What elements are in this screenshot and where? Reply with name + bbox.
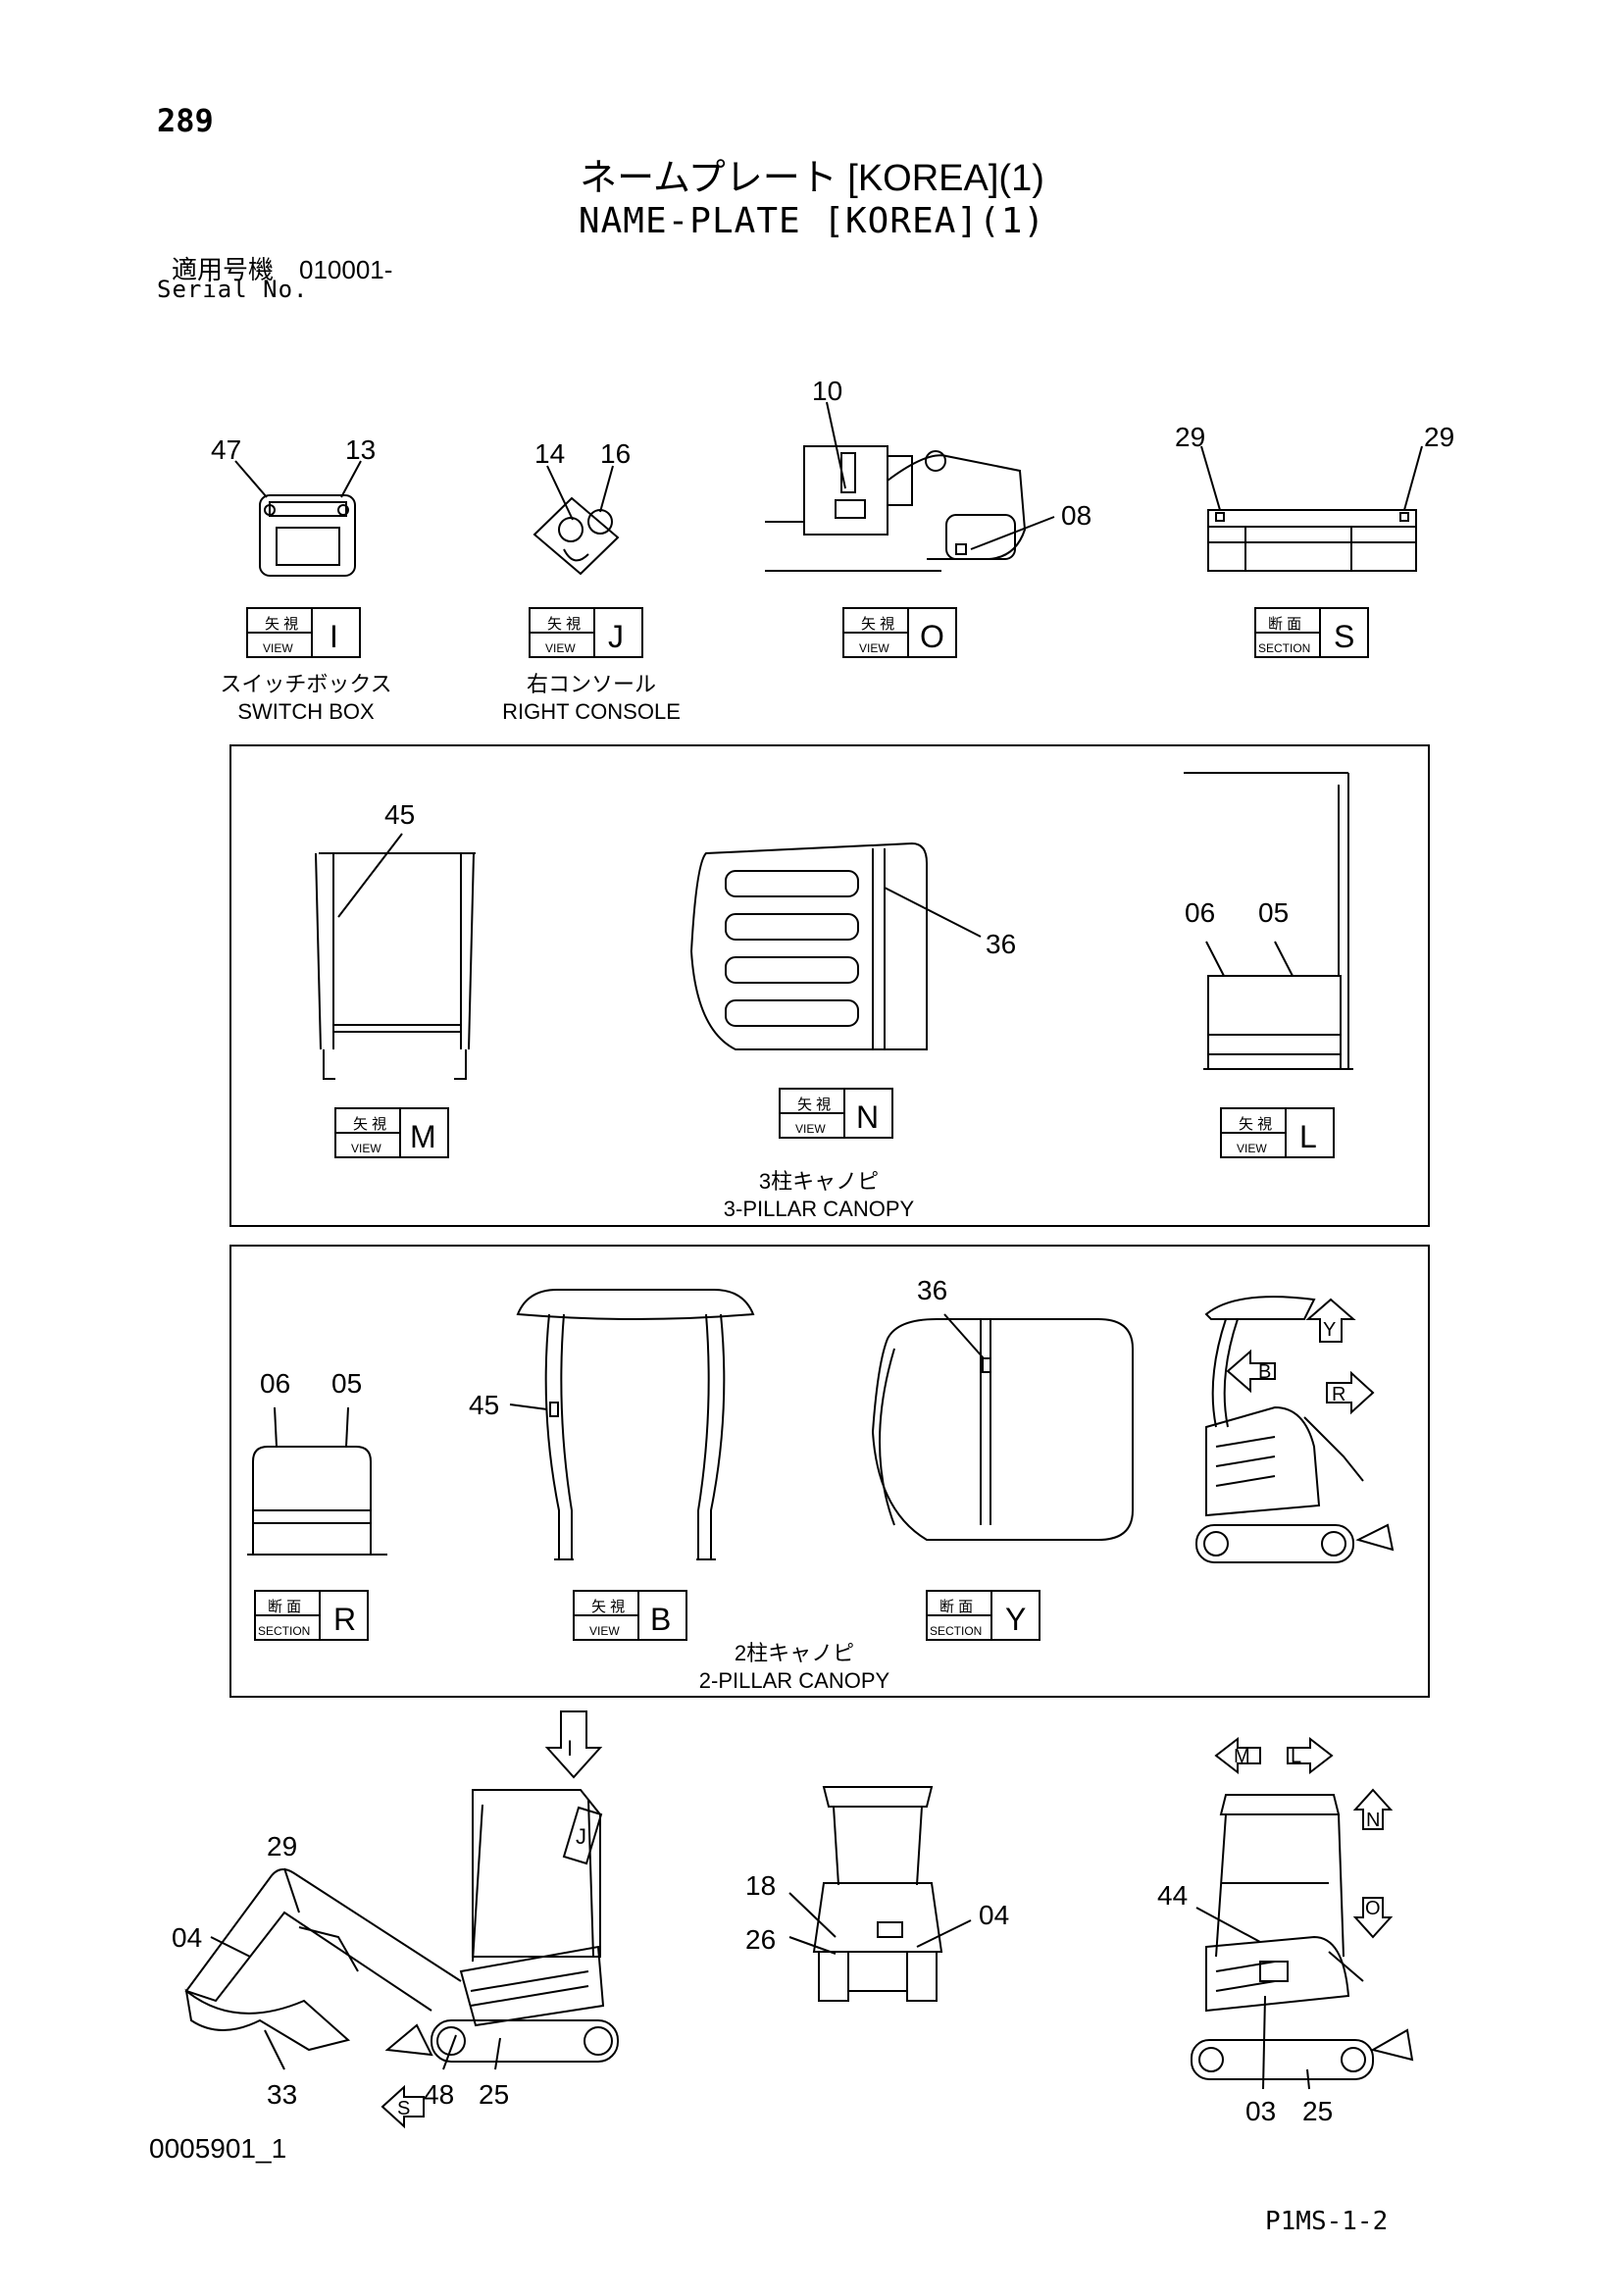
tag-view-o-jp: 矢 視 bbox=[861, 616, 894, 633]
caption-3-pillar-jp: 3柱キャノピ bbox=[759, 1169, 879, 1194]
serial-label-english: Serial No. bbox=[157, 276, 309, 303]
caption-switch-box-jp: スイッチボックス bbox=[220, 672, 391, 696]
excavator-rear-drawing bbox=[788, 1786, 972, 2002]
caption-2-pillar-jp: 2柱キャノピ bbox=[735, 1641, 854, 1665]
callout-29-right: 29 bbox=[1424, 422, 1454, 452]
tag-section-s-en: SECTION bbox=[1258, 641, 1310, 655]
tag-view-b-jp: 矢 視 bbox=[591, 1599, 625, 1615]
arrow-letter-s: S bbox=[397, 2098, 410, 2119]
tag-view-n-letter: N bbox=[856, 1099, 879, 1135]
page-title-english: NAME-PLATE [KOREA](1) bbox=[578, 201, 1046, 241]
callout-13: 13 bbox=[345, 434, 376, 465]
callout-18: 18 bbox=[745, 1870, 776, 1901]
callout-06-three-pillar: 06 bbox=[1185, 897, 1215, 928]
callout-26: 26 bbox=[745, 1924, 776, 1955]
tag-view-l-en: VIEW bbox=[1237, 1142, 1267, 1155]
tag-section-r-en: SECTION bbox=[258, 1624, 310, 1638]
excavator-side-drawing bbox=[1195, 1296, 1395, 1563]
excavator-overall-side-drawing bbox=[184, 1710, 619, 2129]
tag-view-o-en: VIEW bbox=[859, 641, 889, 655]
caption-right-console-en: RIGHT CONSOLE bbox=[502, 699, 681, 724]
callout-10: 10 bbox=[812, 376, 842, 406]
caption-right-console-jp: 右コンソール bbox=[527, 672, 656, 696]
two-pillar-canopy-frame bbox=[229, 1245, 1430, 1698]
tag-view-j-jp: 矢 視 bbox=[547, 616, 581, 633]
arrow-letter-i: I bbox=[567, 1736, 573, 1760]
excavator-overall-right-drawing bbox=[1191, 1736, 1414, 2090]
callout-45-two-pillar: 45 bbox=[469, 1390, 499, 1420]
caption-switch-box-en: SWITCH BOX bbox=[237, 699, 375, 724]
arrow-letter-b: B bbox=[1258, 1361, 1271, 1383]
serial-label-japanese: 適用号機 010001- bbox=[172, 255, 393, 284]
sheet-id: P1MS-1-2 bbox=[1265, 2207, 1389, 2236]
tag-view-l-letter: L bbox=[1299, 1119, 1317, 1154]
tag-view-o-letter: O bbox=[920, 619, 944, 654]
tag-view-i-letter: I bbox=[330, 619, 338, 654]
tag-view-m-jp: 矢 視 bbox=[353, 1116, 386, 1133]
tag-view-b-en: VIEW bbox=[589, 1624, 620, 1638]
callout-16: 16 bbox=[600, 438, 631, 469]
callout-29-side: 29 bbox=[267, 1831, 297, 1862]
lever-drawing bbox=[765, 401, 1055, 572]
callout-36-two-pillar: 36 bbox=[917, 1275, 947, 1305]
tag-view-i-jp: 矢 視 bbox=[265, 616, 298, 633]
callout-48: 48 bbox=[424, 2079, 454, 2110]
callout-36-three-pillar: 36 bbox=[986, 929, 1016, 959]
page-title-japanese: ネームプレート [KOREA](1) bbox=[580, 158, 1044, 199]
callout-05-three-pillar: 05 bbox=[1258, 897, 1289, 928]
callout-04-rear: 04 bbox=[979, 1900, 1009, 1930]
tag-view-n-jp: 矢 視 bbox=[797, 1097, 831, 1113]
arrow-letter-n: N bbox=[1366, 1810, 1380, 1831]
tag-section-s-jp: 断 面 bbox=[1268, 616, 1301, 633]
arrow-letter-m: M bbox=[1234, 1746, 1250, 1767]
page-number: 289 bbox=[157, 102, 214, 139]
canopy-view-b-drawing bbox=[509, 1289, 755, 1560]
tag-section-s-letter: S bbox=[1334, 619, 1354, 654]
arrow-letter-l: L bbox=[1291, 1746, 1301, 1767]
callout-44: 44 bbox=[1157, 1880, 1188, 1911]
arrow-letter-o: O bbox=[1365, 1898, 1381, 1919]
arrow-letter-j: J bbox=[576, 1824, 586, 1849]
tag-section-r-letter: R bbox=[333, 1602, 356, 1637]
callout-04-side: 04 bbox=[172, 1922, 202, 1953]
tag-view-m-letter: M bbox=[410, 1119, 436, 1154]
tag-view-i-en: VIEW bbox=[263, 641, 293, 655]
tag-view-j-letter: J bbox=[608, 619, 624, 654]
callout-29-left: 29 bbox=[1175, 422, 1205, 452]
canopy-view-n-drawing bbox=[689, 842, 982, 1050]
tag-view-b-letter: B bbox=[650, 1602, 671, 1637]
callout-33: 33 bbox=[267, 2079, 297, 2110]
tag-view-l-jp: 矢 視 bbox=[1239, 1116, 1272, 1133]
tag-view-n-en: VIEW bbox=[795, 1122, 826, 1136]
canopy-view-m-drawing bbox=[315, 833, 476, 1080]
switch-box-drawing bbox=[234, 460, 362, 577]
caption-2-pillar-en: 2-PILLAR CANOPY bbox=[699, 1668, 890, 1693]
tag-section-y-letter: Y bbox=[1005, 1602, 1026, 1637]
callout-14: 14 bbox=[534, 438, 565, 469]
section-s-drawing bbox=[1200, 445, 1423, 572]
document-id: 0005901_1 bbox=[149, 2133, 287, 2164]
tag-section-r-jp: 断 面 bbox=[268, 1599, 301, 1615]
section-r-drawing bbox=[247, 1406, 387, 1556]
tag-section-y-jp: 断 面 bbox=[939, 1599, 973, 1615]
arrow-letter-y: Y bbox=[1323, 1319, 1336, 1341]
section-y-drawing bbox=[871, 1313, 1134, 1541]
callout-03: 03 bbox=[1245, 2096, 1276, 2126]
arrow-letter-r: R bbox=[1332, 1384, 1345, 1405]
callout-05-two-pillar: 05 bbox=[331, 1368, 362, 1399]
callout-45-three-pillar: 45 bbox=[384, 799, 415, 830]
canopy-view-l-drawing bbox=[1184, 772, 1353, 1070]
three-pillar-canopy-frame bbox=[229, 744, 1430, 1227]
callout-25-side: 25 bbox=[479, 2079, 509, 2110]
callout-08: 08 bbox=[1061, 500, 1091, 531]
caption-3-pillar-en: 3-PILLAR CANOPY bbox=[724, 1197, 915, 1221]
tag-view-m-en: VIEW bbox=[351, 1142, 381, 1155]
tag-view-j-en: VIEW bbox=[545, 641, 576, 655]
right-console-drawing bbox=[533, 465, 620, 576]
callout-47: 47 bbox=[211, 434, 241, 465]
callout-06-two-pillar: 06 bbox=[260, 1368, 290, 1399]
tag-section-y-en: SECTION bbox=[930, 1624, 982, 1638]
callout-25-right: 25 bbox=[1302, 2096, 1333, 2126]
